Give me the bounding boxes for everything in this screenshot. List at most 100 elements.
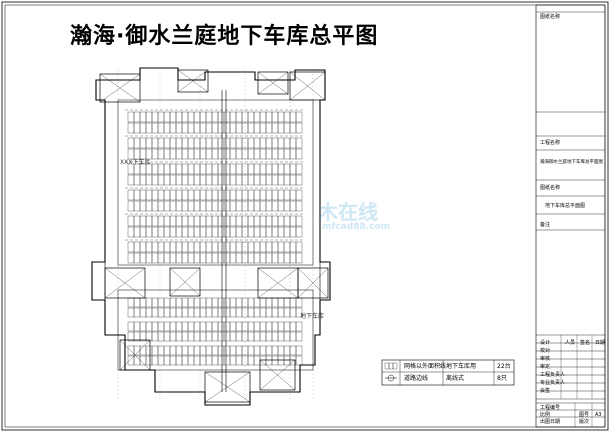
parking-stall bbox=[211, 200, 219, 212]
parking-stall bbox=[181, 345, 189, 356]
parking-stall bbox=[235, 297, 243, 308]
parking-stall bbox=[265, 163, 273, 175]
parking-stall bbox=[181, 174, 189, 186]
parking-stall bbox=[187, 226, 195, 238]
parking-stall bbox=[265, 331, 273, 342]
sign-row-6: 专业负责人 bbox=[540, 380, 566, 386]
titleblock-field-4: 备注 bbox=[540, 222, 551, 228]
parking-stall bbox=[199, 215, 207, 227]
parking-stall bbox=[175, 189, 183, 201]
parking-stall bbox=[223, 148, 231, 160]
parking-stall bbox=[193, 111, 201, 123]
parking-stall bbox=[283, 307, 291, 318]
parking-stall bbox=[199, 111, 207, 123]
parking-stall bbox=[205, 111, 213, 123]
parking-stall bbox=[295, 331, 303, 342]
parking-stall bbox=[193, 122, 201, 134]
parking-stall bbox=[187, 174, 195, 186]
parking-stall bbox=[235, 111, 243, 123]
parking-stall bbox=[205, 252, 213, 264]
parking-stall bbox=[247, 321, 255, 332]
parking-stall bbox=[133, 200, 141, 212]
sign-row-4: 审定 bbox=[540, 364, 551, 370]
parking-stall bbox=[127, 321, 135, 332]
parking-stall bbox=[289, 137, 297, 149]
sign-row-2: 校对 bbox=[540, 348, 551, 354]
parking-stall bbox=[247, 163, 255, 175]
parking-stall bbox=[127, 226, 135, 238]
core-hatch bbox=[104, 267, 146, 299]
parking-stall bbox=[139, 241, 147, 253]
parking-stall bbox=[139, 307, 147, 318]
parking-stall bbox=[217, 148, 225, 160]
parking-stall bbox=[277, 345, 285, 356]
parking-stall bbox=[211, 122, 219, 134]
parking-stall bbox=[127, 307, 135, 318]
bottom-label-3: 出图日期 bbox=[540, 419, 561, 425]
parking-stall bbox=[289, 297, 297, 308]
parking-stall bbox=[199, 226, 207, 238]
parking-stall bbox=[181, 163, 189, 175]
parking-stall bbox=[127, 200, 135, 212]
parking-stall bbox=[205, 200, 213, 212]
parking-stall bbox=[151, 321, 159, 332]
parking-stall bbox=[139, 355, 147, 366]
parking-stall bbox=[253, 111, 261, 123]
parking-stall bbox=[295, 345, 303, 356]
parking-stall bbox=[181, 148, 189, 160]
parking-stall bbox=[235, 226, 243, 238]
titleblock-field-3: 图纸名称 bbox=[540, 185, 561, 191]
parking-stall bbox=[133, 174, 141, 186]
parking-stall bbox=[199, 307, 207, 318]
parking-stall bbox=[127, 297, 135, 308]
parking-stall bbox=[289, 200, 297, 212]
parking-stall bbox=[265, 241, 273, 253]
parking-stall bbox=[295, 122, 303, 134]
parking-stall bbox=[205, 174, 213, 186]
parking-stall bbox=[205, 241, 213, 253]
parking-stall bbox=[127, 189, 135, 201]
parking-stall bbox=[283, 163, 291, 175]
parking-stall bbox=[145, 215, 153, 227]
parking-stall bbox=[157, 355, 165, 366]
parking-stall bbox=[145, 137, 153, 149]
parking-stall bbox=[283, 200, 291, 212]
parking-stall bbox=[271, 241, 279, 253]
parking-stall bbox=[139, 137, 147, 149]
parking-stall bbox=[265, 355, 273, 366]
parking-stall bbox=[139, 174, 147, 186]
parking-stall bbox=[223, 331, 231, 342]
parking-stall bbox=[235, 307, 243, 318]
parking-stall bbox=[283, 321, 291, 332]
parking-stall bbox=[193, 345, 201, 356]
parking-stall bbox=[151, 111, 159, 123]
parking-stall bbox=[193, 331, 201, 342]
parking-stall bbox=[247, 331, 255, 342]
parking-stall bbox=[253, 200, 261, 212]
parking-stall bbox=[127, 122, 135, 134]
parking-stall bbox=[283, 174, 291, 186]
parking-stall bbox=[127, 345, 135, 356]
parking-stall bbox=[277, 226, 285, 238]
core-hatch bbox=[169, 267, 201, 297]
parking-stall bbox=[271, 297, 279, 308]
parking-stall bbox=[229, 200, 237, 212]
parking-stall bbox=[229, 163, 237, 175]
parking-stall bbox=[295, 297, 303, 308]
parking-stall bbox=[283, 297, 291, 308]
parking-stall bbox=[187, 321, 195, 332]
parking-stall bbox=[163, 241, 171, 253]
parking-stall bbox=[145, 111, 153, 123]
parking-stall bbox=[277, 200, 285, 212]
parking-stall bbox=[157, 345, 165, 356]
parking-stall bbox=[217, 331, 225, 342]
parking-stall bbox=[283, 241, 291, 253]
parking-stall bbox=[271, 252, 279, 264]
parking-stall bbox=[247, 174, 255, 186]
plan-annotation-mid: 地下车库 bbox=[300, 313, 325, 320]
parking-stall bbox=[163, 226, 171, 238]
parking-stall bbox=[295, 148, 303, 160]
parking-stall bbox=[289, 241, 297, 253]
parking-stall bbox=[181, 200, 189, 212]
building-core bbox=[99, 73, 141, 103]
